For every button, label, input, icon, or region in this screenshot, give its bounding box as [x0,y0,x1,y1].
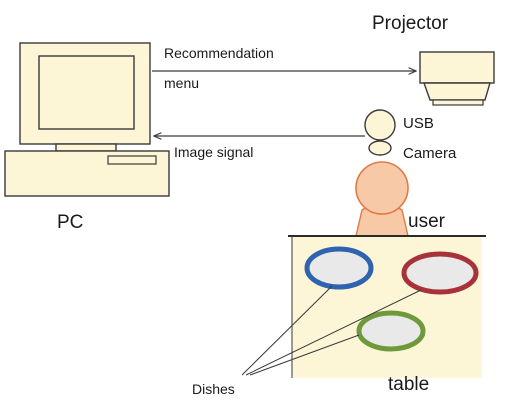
dish-pointer-red [245,289,422,376]
table-label: table [388,374,430,395]
projector-base [423,82,491,101]
recommendation-label-line2: menu [164,75,200,91]
pc-screen [38,55,135,130]
pc-drive-slot [107,155,157,165]
dish-green [356,310,426,352]
camera-label: Camera [403,145,457,162]
pc-label: PC [57,212,84,233]
recommendation-label-line1: Recommendation [164,45,274,61]
user-label: user [408,211,445,232]
usb-label: USB [403,115,434,132]
projector-foot [432,99,484,106]
dish-pointer-green [249,334,360,376]
dishes-label: Dishes [192,381,235,397]
image-signal-label: Image signal [174,144,254,160]
dish-blue [304,246,374,290]
camera-base [368,140,392,156]
user-head [355,161,409,215]
pc-icon [4,42,170,197]
pc-neck [55,143,117,152]
projector-icon [419,51,495,106]
usb-camera-icon [364,109,396,156]
camera-lens [364,109,396,141]
projector-label: Projector [372,13,449,34]
projector-body [419,51,495,84]
user-icon [355,161,409,237]
dish-pointer-blue [241,285,333,376]
dish-red [401,251,479,295]
